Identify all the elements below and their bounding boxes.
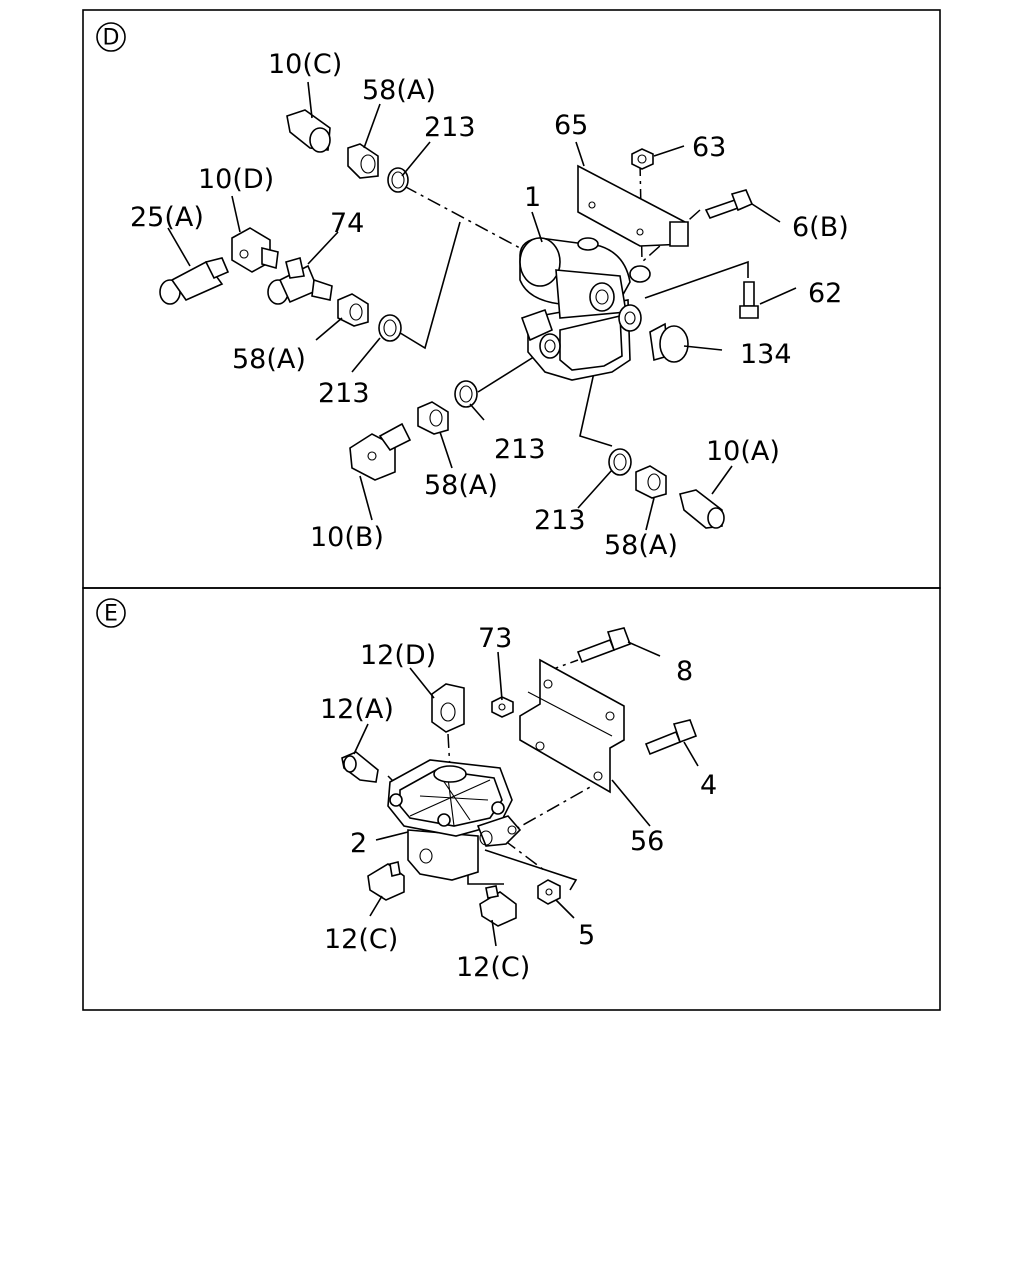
- fitting-part-12c-right: [479, 885, 517, 927]
- label-62: 62: [808, 278, 842, 309]
- plug-part-134: [649, 322, 689, 363]
- connector-line-bolt62: [644, 260, 749, 299]
- label-58a-left: 58(A): [232, 344, 306, 375]
- bolt-part-8: [576, 627, 632, 664]
- label-25a: 25(A): [130, 202, 204, 233]
- nut-part-58a-mid: [417, 401, 449, 435]
- assembly-line-upper: [403, 185, 521, 249]
- assembly-line-e-right: [499, 785, 593, 839]
- label-134: 134: [740, 339, 792, 370]
- label-56: 56: [630, 826, 664, 857]
- fitting-part-12c-left: [367, 861, 405, 901]
- nut-part-73: [491, 696, 514, 718]
- ring-part-213-bottom: [608, 448, 632, 476]
- label-6b: 6(B): [792, 212, 849, 243]
- fitting-part-10d: [231, 227, 279, 273]
- bracket-part-65: [577, 164, 689, 247]
- label-12c-right: 12(C): [456, 952, 530, 983]
- label-58a-top: 58(A): [362, 75, 436, 106]
- label-12c-left: 12(C): [324, 924, 398, 955]
- label-63: 63: [692, 132, 726, 163]
- label-74: 74: [330, 208, 364, 239]
- label-8: 8: [676, 656, 693, 687]
- switch-part-25a: [159, 257, 230, 305]
- connector-line-e-bottom: [467, 849, 578, 891]
- panel-d-badge-letter: D: [103, 26, 120, 51]
- panel-d-badge: D: [96, 22, 126, 52]
- nut-part-58a-left: [337, 293, 369, 327]
- bolt-part-62: [739, 281, 759, 319]
- fitting-part-12d: [431, 683, 465, 733]
- leader-lines-d: [167, 81, 797, 531]
- panel-e-badge-letter: E: [104, 602, 118, 627]
- nut-part-63: [631, 148, 654, 170]
- label-73: 73: [478, 623, 512, 654]
- valve-body-part-1: [519, 237, 651, 381]
- label-58a-mid: 58(A): [424, 470, 498, 501]
- panel-e-frame: [82, 587, 941, 1011]
- elbow-part-10b: [349, 422, 412, 481]
- ring-part-213-left: [378, 314, 402, 342]
- fitting-part-12a: [341, 751, 379, 783]
- label-4: 4: [700, 770, 717, 801]
- nut-part-5: [537, 879, 561, 905]
- label-10b: 10(B): [310, 522, 384, 553]
- tee-part-74: [267, 256, 333, 305]
- assembly-line-e-nut5: [503, 839, 545, 871]
- bracket-part-56: [519, 658, 625, 794]
- label-12d: 12(D): [360, 640, 436, 671]
- label-58a-bottom: 58(A): [604, 530, 678, 561]
- label-213-top: 213: [424, 112, 476, 143]
- label-1: 1: [524, 182, 541, 213]
- label-10d: 10(D): [198, 164, 274, 195]
- fitting-part-10c: [286, 109, 331, 153]
- label-10c: 10(C): [268, 49, 342, 80]
- label-5: 5: [578, 920, 595, 951]
- connector-line-left: [391, 221, 461, 350]
- relay-valve-part-2: [387, 759, 522, 881]
- panel-e-badge: E: [96, 598, 126, 628]
- label-213-mid: 213: [494, 434, 546, 465]
- label-213-left: 213: [318, 378, 370, 409]
- label-10a: 10(A): [706, 436, 780, 467]
- nut-part-58a-bottom: [635, 465, 667, 499]
- ring-part-213-mid: [454, 380, 478, 408]
- nut-part-58a-top: [347, 143, 379, 179]
- bolt-part-4: [644, 719, 698, 756]
- label-12a: 12(A): [320, 694, 394, 725]
- panel-d: D: [96, 22, 849, 561]
- label-65: 65: [554, 110, 588, 141]
- bolt-part-6b: [704, 189, 754, 219]
- panel-e: E: [96, 598, 717, 983]
- leader-lines-e: [353, 641, 699, 947]
- label-2: 2: [350, 828, 367, 859]
- fitting-part-10a: [679, 489, 725, 529]
- label-213-bottom: 213: [534, 505, 586, 536]
